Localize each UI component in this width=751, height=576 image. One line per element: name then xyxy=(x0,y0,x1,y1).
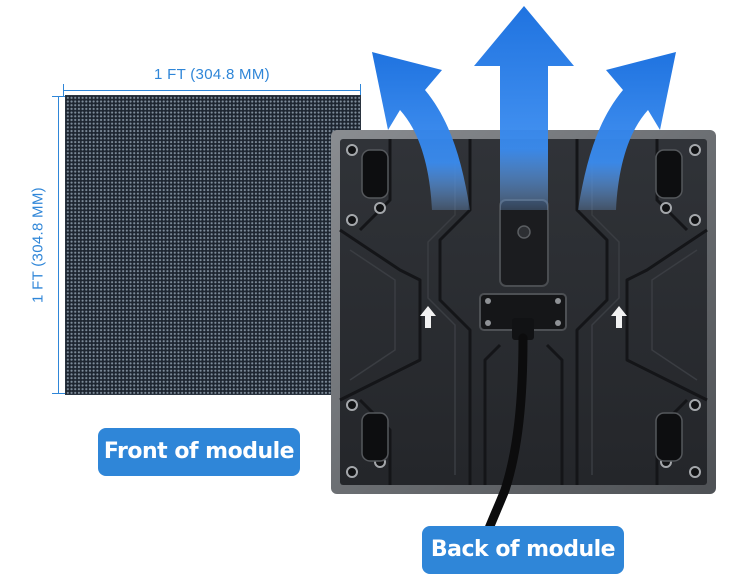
height-dimension-line xyxy=(58,96,59,393)
airflow-arrows-icon xyxy=(372,6,676,210)
width-dimension-tick-left xyxy=(63,84,64,97)
height-dimension-tick-bottom xyxy=(52,393,65,394)
up-arrow-icon xyxy=(420,306,627,328)
center-handle xyxy=(499,199,549,287)
back-caption: Back of module xyxy=(422,526,624,574)
width-dimension-label: 1 FT (304.8 MM) xyxy=(154,66,270,83)
magnet-icon xyxy=(361,149,683,462)
width-dimension-line xyxy=(63,90,361,91)
front-caption: Front of module xyxy=(98,428,300,476)
height-dimension-tick-top xyxy=(52,96,65,97)
front-led-panel xyxy=(66,96,360,394)
power-connector-icon xyxy=(479,293,567,340)
width-dimension-tick-right xyxy=(360,84,361,97)
